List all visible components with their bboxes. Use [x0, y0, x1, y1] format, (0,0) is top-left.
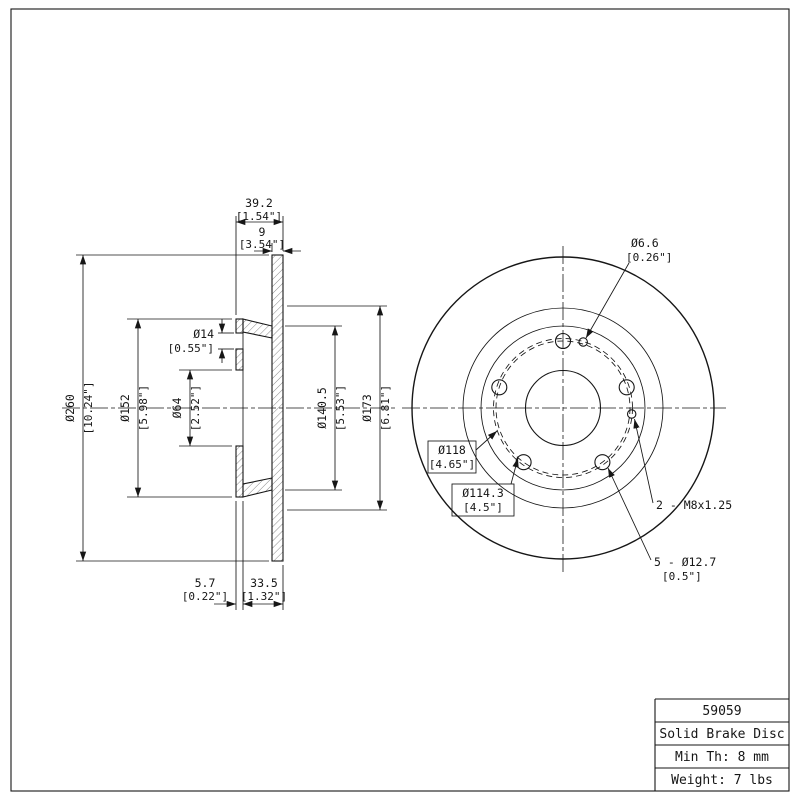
bolt-circle-118 — [493, 338, 633, 478]
front-disc-circles — [411, 256, 715, 560]
callout-pcd118-mm: Ø118 — [438, 443, 466, 457]
dim-flange-th-mm: 5.7 — [195, 576, 216, 590]
dim-offset-mm: 33.5 — [250, 576, 278, 590]
service-holes — [578, 337, 637, 419]
dim-flange-diameter: Ø152 [5.98"] — [118, 318, 232, 498]
title-description: Solid Brake Disc — [659, 727, 784, 742]
section-view: 39.2 [1.54"] 9 [3.54"] Ø14 [0.55"] Ø260 — [62, 196, 396, 610]
callout-lug: 5 - Ø12.7 [0.5"] — [607, 467, 716, 583]
dim-flange-th-in: [0.22"] — [182, 590, 228, 603]
dim-od-in: [10.24"] — [82, 382, 95, 435]
dim-inner-diameter: Ø173 [6.81"] — [287, 305, 392, 511]
dim-center-bore: Ø64 [2.52"] — [170, 369, 232, 447]
dim-inner-in: [6.81"] — [379, 385, 392, 431]
dim-width-total-in: [1.54"] — [236, 210, 282, 223]
dim-bottom: 5.7 [0.22"] 33.5 [1.32"] — [182, 501, 287, 610]
dim-inner-mm: Ø173 — [360, 394, 374, 422]
callout-pilot-in: [0.26"] — [626, 251, 672, 264]
title-block: 59059 Solid Brake Disc Min Th: 8 mm Weig… — [654, 698, 789, 791]
section-cut-metal — [235, 254, 284, 562]
dim-disc-thickness: 9 [3.54"] — [239, 225, 301, 255]
dim-hat-mm: Ø140.5 — [315, 387, 329, 429]
callout-pcd-118: Ø118 [4.65"] — [427, 430, 498, 474]
dim-outer-diameter: Ø260 [10.24"] — [63, 254, 269, 562]
dim-hole-mm: Ø14 — [193, 327, 214, 341]
front-view: Ø6.6 [0.26"] Ø118 [4.65"] Ø114.3 [4.5"] … — [402, 236, 732, 583]
title-part-number: 59059 — [702, 704, 741, 719]
callout-pilot-mm: Ø6.6 — [631, 236, 659, 250]
dim-bore-mm: Ø64 — [170, 398, 184, 419]
callout-lug-in: [0.5"] — [662, 570, 702, 583]
dim-flange-in: [5.98"] — [137, 385, 150, 431]
dim-width-total: 39.2 [1.54"] — [235, 196, 284, 315]
sheet-border — [10, 8, 790, 792]
callout-pcd118-in: [4.65"] — [429, 458, 475, 471]
title-min-thickness: Min Th: 8 mm — [675, 750, 769, 765]
bolt-circle-114 — [495, 340, 631, 476]
callout-lug-label: 5 - Ø12.7 — [654, 555, 716, 569]
callout-thread-label: 2 - M8x1.25 — [656, 498, 732, 512]
dim-offset-in: [1.32"] — [241, 590, 287, 603]
dim-od-mm: Ø260 — [63, 394, 77, 422]
callout-pcd1143-in: [4.5"] — [463, 501, 503, 514]
title-weight: Weight: 7 lbs — [671, 773, 773, 788]
dim-disc-th-mm: 9 — [259, 225, 266, 239]
dim-flange-hole: Ø14 [0.55"] — [168, 319, 234, 363]
dim-bore-in: [2.52"] — [189, 385, 202, 431]
callout-pcd-1143: Ø114.3 [4.5"] — [451, 457, 519, 517]
callout-thread: 2 - M8x1.25 — [633, 418, 732, 512]
callout-pcd1143-mm: Ø114.3 — [462, 486, 504, 500]
dim-hole-in: [0.55"] — [168, 342, 214, 355]
callout-pilot-hole: Ø6.6 [0.26"] — [585, 236, 672, 339]
dim-flange-mm: Ø152 — [118, 394, 132, 422]
dim-hat-diameter: Ø140.5 [5.53"] — [285, 325, 347, 491]
dim-disc-th-in: [3.54"] — [239, 238, 285, 251]
dim-hat-in: [5.53"] — [334, 385, 347, 431]
dim-width-total-mm: 39.2 — [245, 196, 273, 210]
